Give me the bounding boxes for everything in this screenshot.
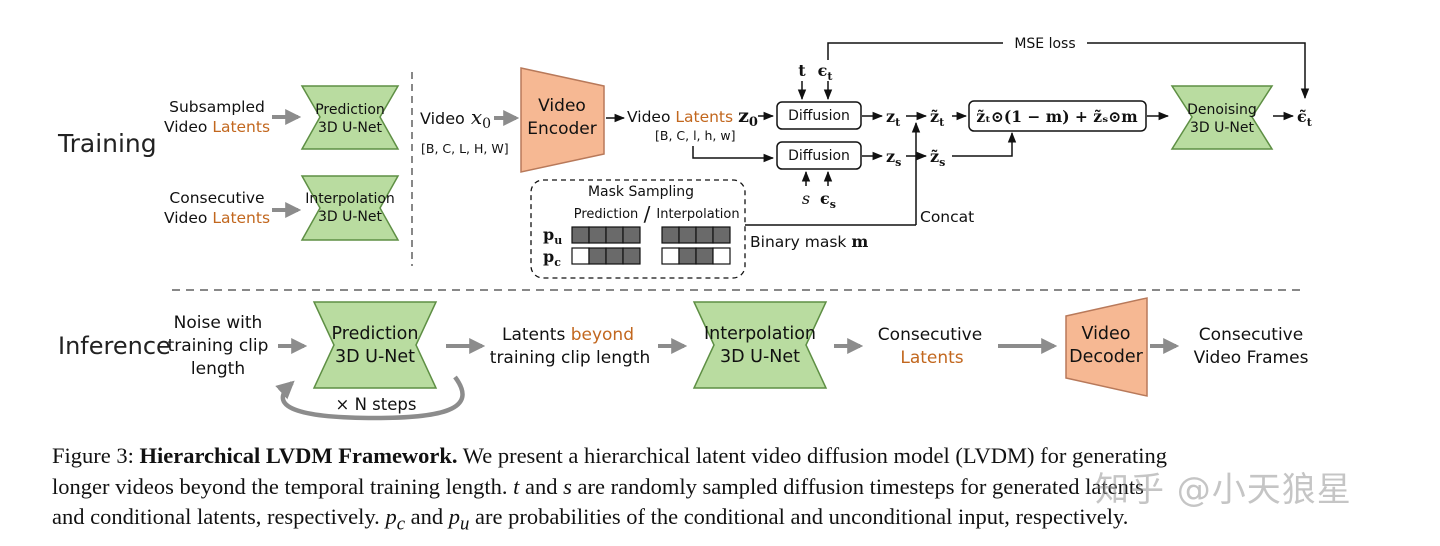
z-s-label: zs [886,147,901,169]
pc-label: pc [543,247,561,269]
video-encoder: Video Encoder [520,67,605,173]
consecutive-label: Consecutive [169,189,264,207]
consecutive-latents-line1: Consecutive [878,325,982,345]
combine-formula-box: z̃ₜ⊙(1 − m) + z̃ₛ⊙m [968,100,1147,132]
z-tilde-s-label: z̃s [930,147,945,169]
svg-text:Denoising: Denoising [1187,102,1257,118]
mask-cell-pc-interpolation-3 [712,247,731,265]
svg-text:3D U-Net: 3D U-Net [1190,120,1255,136]
subsampled-label: Subsampled [169,98,265,116]
mse-loss-label: MSE loss [1014,36,1075,52]
timestep-t: t [798,61,806,80]
svg-text:Diffusion: Diffusion [788,108,850,124]
mask-cell-pc-interpolation-0 [661,247,680,265]
svg-text:3D U-Net: 3D U-Net [318,209,383,225]
z-tilde-t-label: z̃t [930,107,945,129]
svg-text:3D U-Net: 3D U-Net [335,347,415,367]
mask-cell-pu-prediction-1 [588,226,607,244]
svg-text:Decoder: Decoder [1069,347,1143,367]
subsampled-latents-label: Video Latents [164,118,270,136]
svg-text:Diffusion: Diffusion [788,148,850,164]
svg-text:3D U-Net: 3D U-Net [720,347,800,367]
denoising-unet: Denoising 3D U-Net [1170,85,1274,150]
consecutive-latents-line2: Latents [900,348,963,368]
caption-line-3: and conditional latents, respectively. p… [52,504,1129,535]
mask-cell-pu-interpolation-1 [678,226,697,244]
z-t-label: zt [886,107,901,129]
mask-slash: / [644,202,651,226]
mask-sampling-title: Mask Sampling [588,184,694,200]
video-input-shape: [B, C, L, H, W] [421,141,509,156]
mask-cell-pu-interpolation-0 [661,226,680,244]
training-prediction-unet: Prediction 3D U-Net [300,85,400,150]
diffusion-bottom-box: Diffusion [776,141,862,170]
svg-text:Encoder: Encoder [527,119,597,139]
training-section-label: Training [57,129,157,158]
arrow-ztilde-s-to-combine [952,131,1017,157]
mask-prediction-label: Prediction [574,207,639,222]
timestep-s: s [802,189,810,208]
caption-line-2: longer videos beyond the temporal traini… [52,473,1144,499]
caption-line-1: Figure 3: Hierarchical LVDM Framework. W… [52,443,1167,468]
mask-sampling-box [530,179,746,279]
mask-cell-pc-prediction-2 [605,247,624,265]
training-interpolation-unet: Interpolation 3D U-Net [300,175,400,241]
noise-eps-s: ϵs [820,189,836,211]
svg-text:Prediction: Prediction [315,102,385,118]
arrow-latents-to-diffusion-bottom [692,146,775,163]
mask-cell-pc-prediction-1 [588,247,607,265]
mask-cell-pu-interpolation-2 [695,226,714,244]
svg-text:Interpolation: Interpolation [704,324,816,344]
framework-diagram: Training Subsampled Video Latents Predic… [57,36,1440,421]
noise-line3: length [191,359,245,379]
watermark: 知乎 @小天狼星 [1095,470,1352,510]
frames-line1: Consecutive [1199,325,1303,345]
mask-cell-pu-prediction-0 [571,226,590,244]
svg-text:Prediction: Prediction [332,324,419,344]
inference-interpolation-unet: Interpolation 3D U-Net [692,301,828,389]
inference-prediction-unet: Prediction 3D U-Net [312,301,438,389]
mask-interpolation-label: Interpolation [656,207,739,222]
frames-line2: Video Frames [1194,348,1309,368]
inference-section-label: Inference [58,332,171,360]
mask-cell-pc-prediction-3 [622,247,641,265]
svg-text:Video: Video [538,96,586,116]
mask-cells [571,226,731,265]
binary-mask-label: Binary mask m [750,232,868,251]
video-decoder: Video Decoder [1065,297,1148,397]
diffusion-top-box: Diffusion [776,101,862,130]
mask-cell-pc-interpolation-2 [695,247,714,265]
video-latents-shape: [B, C, l, h, w] [655,128,735,143]
noise-line1: Noise with [174,313,263,333]
mask-cell-pc-interpolation-1 [678,247,697,265]
pu-label: pu [543,225,562,247]
concat-label: Concat [920,208,974,226]
mse-loss-bracket [827,42,1305,98]
n-steps-label: × N steps [336,395,417,414]
svg-text:Interpolation: Interpolation [305,191,395,207]
latents-beyond-line1: Latents beyond [502,325,634,345]
noise-line2: training clip [168,336,269,356]
consecutive-latents-label: Video Latents [164,209,270,227]
n-steps-loop [275,375,465,421]
svg-text:Video: Video [1081,324,1130,344]
mask-cell-pu-prediction-2 [605,226,624,244]
noise-eps-t: ϵt [818,61,834,83]
mask-cell-pu-prediction-3 [622,226,641,244]
mask-cell-pc-prediction-0 [571,247,590,265]
figure-caption: Figure 3: Hierarchical LVDM Framework. W… [52,441,1342,540]
svg-text:3D U-Net: 3D U-Net [318,120,383,136]
mask-cell-pu-interpolation-3 [712,226,731,244]
svg-text:z̃ₜ⊙(1 − m) + z̃ₛ⊙m: z̃ₜ⊙(1 − m) + z̃ₛ⊙m [976,107,1138,126]
latents-beyond-line2: training clip length [490,348,650,368]
output-eps-tilde: ϵ̃t [1297,107,1313,129]
